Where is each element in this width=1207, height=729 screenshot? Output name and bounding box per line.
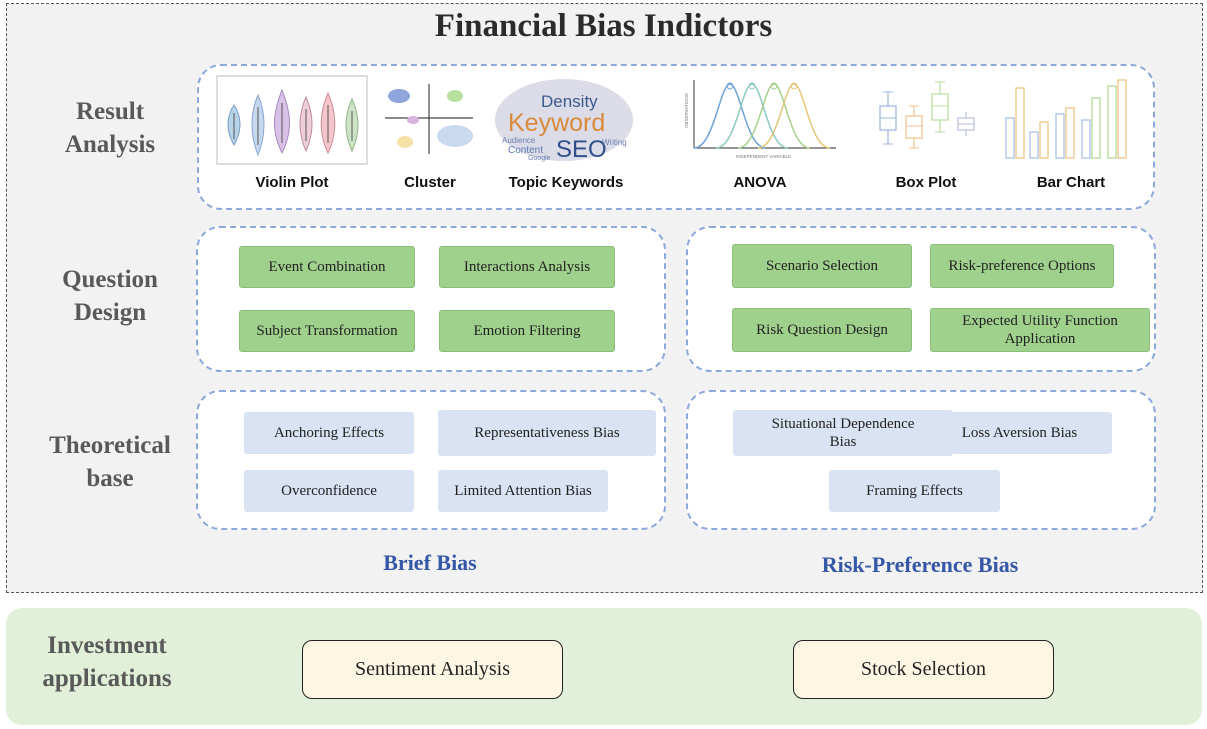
word-cloud-icon: Density Keyword Audience Content SEO Goo…	[495, 79, 633, 162]
representativeness-bias-box: Representativeness Bias	[438, 410, 656, 456]
risk-question-design-box: Risk Question Design	[732, 308, 912, 352]
anchoring-effects-box: Anchoring Effects	[244, 412, 414, 454]
wordcloud-density: Density	[541, 92, 598, 111]
main-title: Financial Bias Indictors	[434, 8, 773, 44]
anova-curves-icon: INDEPENDENT VARIABLE OBSERVATIONS	[684, 80, 836, 159]
framing-effects-box: Framing Effects	[829, 470, 1000, 512]
wordcloud-audience: Audience	[502, 136, 536, 145]
wordcloud-seo: SEO	[556, 136, 607, 162]
subject-transformation-box: Subject Transformation	[239, 310, 415, 352]
topic-keywords-label: Topic Keywords	[508, 174, 624, 191]
violin-plot-label: Violin Plot	[255, 174, 329, 191]
wordcloud-writing: Writing	[602, 138, 627, 147]
cluster-icon	[385, 84, 473, 154]
situational-dependence-bias-box: Situational Dependence Bias	[733, 410, 953, 456]
bar-chart-label: Bar Chart	[1036, 174, 1106, 191]
loss-aversion-bias-box: Loss Aversion Bias	[927, 412, 1112, 454]
interactions-analysis-box: Interactions Analysis	[439, 246, 615, 288]
risk-preference-bias-label: Risk-Preference Bias	[821, 552, 1019, 577]
event-combination-box: Event Combination	[239, 246, 415, 288]
sentiment-analysis-box: Sentiment Analysis	[302, 640, 563, 699]
anova-label: ANOVA	[733, 174, 787, 191]
brief-bias-label: Brief Bias	[383, 550, 477, 575]
investment-applications-label: Investment applications	[42, 632, 172, 692]
expected-utility-box: Expected Utility Function Application	[930, 308, 1150, 352]
wordcloud-keyword: Keyword	[508, 109, 605, 137]
violin-plot-icon	[216, 75, 368, 165]
stock-selection-box: Stock Selection	[793, 640, 1054, 699]
cluster-label: Cluster	[404, 174, 456, 191]
emotion-filtering-box: Emotion Filtering	[439, 310, 615, 352]
wordcloud-content: Content	[508, 145, 543, 156]
scenario-selection-box: Scenario Selection	[732, 244, 912, 288]
bar-chart-icon	[1005, 79, 1127, 159]
wordcloud-google: Google	[528, 155, 551, 162]
box-plot-label: Box Plot	[895, 174, 957, 191]
overconfidence-box: Overconfidence	[244, 470, 414, 512]
anova-y-axis-label: OBSERVATIONS	[684, 93, 689, 128]
box-plot-icon	[879, 81, 975, 149]
risk-preference-options-box: Risk-preference Options	[930, 244, 1114, 288]
anova-x-axis-label: INDEPENDENT VARIABLE	[736, 154, 791, 159]
limited-attention-bias-box: Limited Attention Bias	[438, 470, 608, 512]
